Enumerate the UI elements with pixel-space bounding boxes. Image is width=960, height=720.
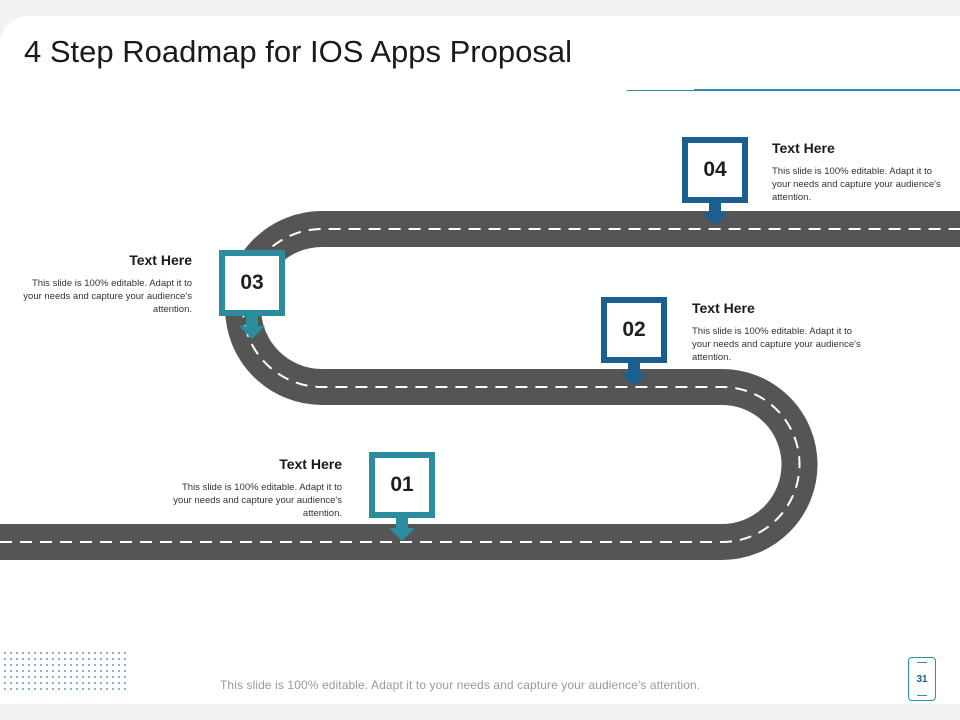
step-01-marker: 01	[369, 452, 435, 518]
dot-pattern-decoration	[2, 650, 126, 690]
step-02-number: 02	[622, 318, 646, 341]
step-02-pin	[621, 373, 647, 386]
page-number: 31	[916, 673, 928, 685]
step-03-number: 03	[240, 271, 264, 294]
step-01-heading: Text Here	[279, 456, 342, 472]
step-02-heading: Text Here	[692, 300, 755, 316]
step-04-number: 04	[703, 158, 727, 181]
step-03-pin-stem	[246, 316, 258, 326]
step-04-pin-stem	[709, 203, 721, 213]
footer-note: This slide is 100% editable. Adapt it to…	[220, 678, 701, 692]
step-01-pin-stem	[396, 518, 408, 528]
step-01-number: 01	[390, 473, 414, 496]
step-03-marker: 03	[219, 250, 285, 316]
title-underline-accent	[694, 89, 960, 91]
slide-title: 4 Step Roadmap for IOS Apps Proposal	[24, 34, 572, 69]
step-01-pin	[389, 528, 415, 541]
page-number-badge: 31	[908, 657, 936, 701]
step-03-pin	[239, 326, 265, 339]
step-02-marker: 02	[601, 297, 667, 363]
step-03-text: Text Here This slide is 100% editable. A…	[22, 252, 192, 316]
step-01-text: Text Here This slide is 100% editable. A…	[172, 456, 342, 520]
step-01-body: This slide is 100% editable. Adapt it to…	[173, 482, 342, 519]
slide-background	[0, 16, 960, 704]
step-04-marker: 04	[682, 137, 748, 203]
step-02-body: This slide is 100% editable. Adapt it to…	[692, 326, 861, 363]
step-04-body: This slide is 100% editable. Adapt it to…	[772, 166, 941, 203]
step-04-text: Text Here This slide is 100% editable. A…	[772, 140, 942, 204]
step-02-pin-stem	[628, 363, 640, 373]
step-02-text: Text Here This slide is 100% editable. A…	[692, 300, 862, 364]
step-04-heading: Text Here	[772, 140, 835, 156]
step-03-body: This slide is 100% editable. Adapt it to…	[23, 278, 192, 315]
step-03-heading: Text Here	[129, 252, 192, 268]
road-lane-marking	[0, 228, 960, 543]
step-04-pin	[702, 213, 728, 226]
